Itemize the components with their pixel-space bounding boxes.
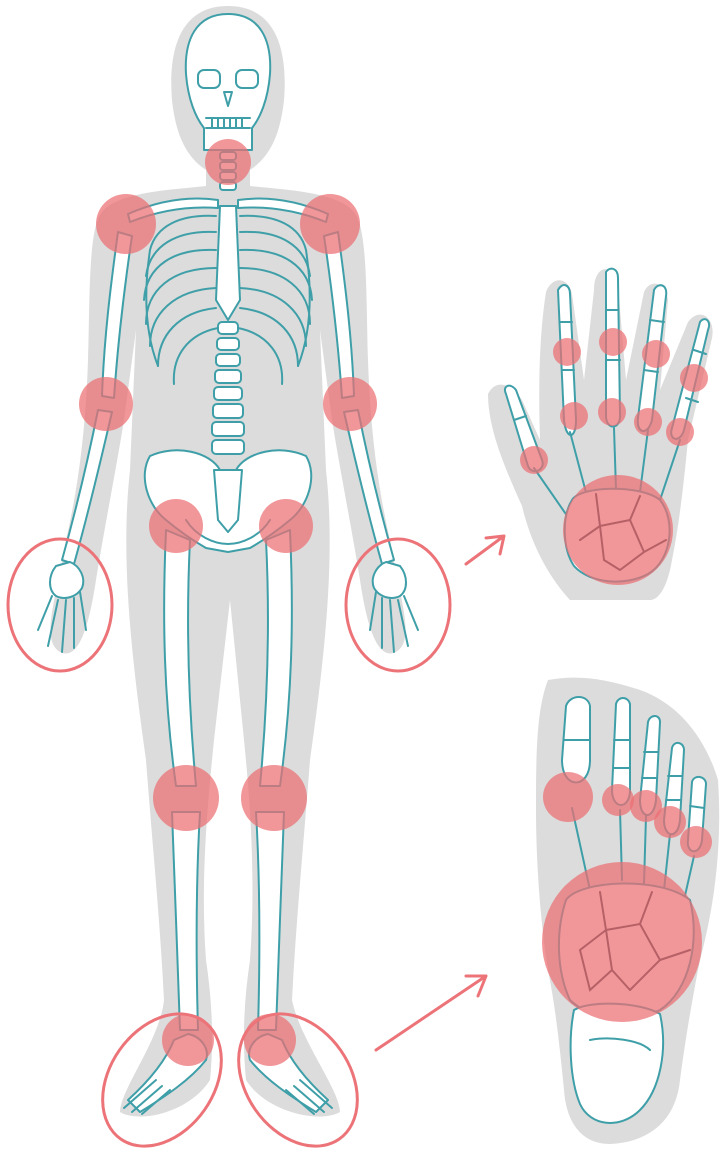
sternum [216,206,240,320]
wrist-marker [563,475,673,585]
joint-knee-right [241,765,307,831]
foot-detail [536,678,719,1144]
hand-joint-marker [642,340,670,368]
arrow-icon [466,536,504,564]
hand-joint-marker [560,402,588,430]
joint-hip-left [149,499,203,553]
hand-joint-marker [599,328,627,356]
joint-hip-right [259,499,313,553]
midfoot-marker [542,862,702,1022]
hand-joint-marker [634,408,662,436]
spine [212,322,244,454]
joint-elbow-right [323,377,377,431]
hand-joint-marker [553,338,581,366]
joint-ankle-right [244,1014,296,1066]
hand-detail [488,269,713,600]
joint-elbow-left [79,377,133,431]
joint-shoulder-right [300,194,360,254]
toe-joint-marker [654,806,686,838]
eye-socket-left [198,70,220,88]
hand-joint-marker [598,398,626,426]
eye-socket-right [236,70,258,88]
arrow-icon [376,976,486,1050]
toe-joint-marker [543,772,593,822]
joint-neck [205,139,251,185]
joint-knee-left [153,765,219,831]
hand-joint-marker [666,418,694,446]
hand-joint-marker [520,446,548,474]
hand-joint-marker [680,364,708,392]
toe-joint-marker [602,784,634,816]
toe-joint-marker [680,826,712,858]
joint-shoulder-left [96,194,156,254]
